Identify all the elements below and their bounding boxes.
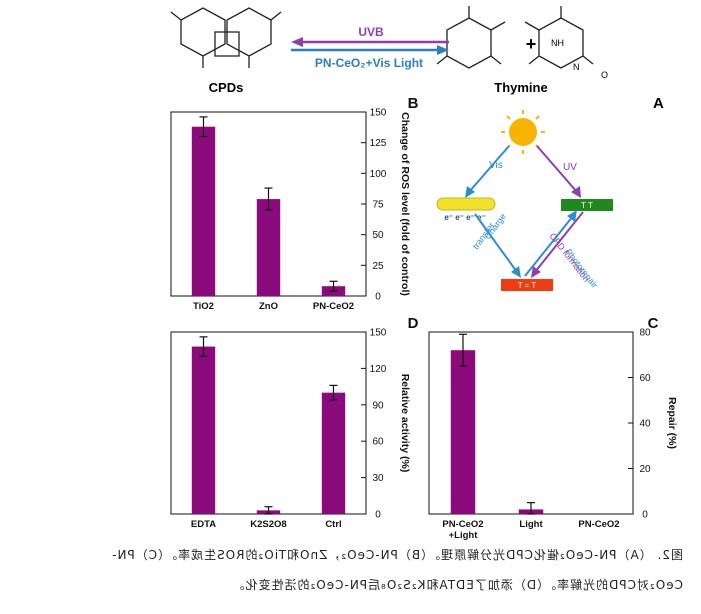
tt-red-label: T = T bbox=[518, 281, 537, 290]
y-tick-label: 20 bbox=[639, 464, 651, 475]
y-tick-label: 125 bbox=[370, 138, 387, 149]
caption-line-2: CeO₂对CPD的光解率。（D）添加了EDTA和K₂S₂O₈后PN-CeO₂的活… bbox=[231, 578, 683, 592]
y-tick-label: 40 bbox=[639, 419, 651, 430]
figure-artwork: O NH N + Thymine bbox=[170, 6, 678, 541]
panel-letter-b: B bbox=[408, 95, 419, 112]
thymine-molecule-2 bbox=[436, 6, 506, 69]
y-tick-label: 0 bbox=[375, 510, 381, 521]
panel-letter-d: D bbox=[408, 315, 419, 332]
y-axis-label: Change of ROS level (fold of control) bbox=[399, 112, 411, 296]
y-tick-label: 50 bbox=[372, 230, 384, 241]
y-tick-label: 30 bbox=[372, 473, 384, 484]
y-tick-label: 0 bbox=[375, 292, 381, 303]
panel-letter-c: C bbox=[648, 315, 659, 332]
uv-label: UV bbox=[563, 162, 577, 173]
tt-green-bar bbox=[561, 199, 613, 211]
x-tick-label: PN-CeO2 bbox=[578, 519, 619, 530]
panel-a: A UV bbox=[436, 95, 664, 291]
y-tick-label: 60 bbox=[372, 437, 384, 448]
bar bbox=[321, 392, 346, 514]
vis-arrow bbox=[291, 45, 449, 55]
y-tick-label: 90 bbox=[372, 400, 384, 411]
y-tick-label: 80 bbox=[639, 328, 651, 339]
y-tick-label: 100 bbox=[370, 169, 387, 180]
chart-b: 0 25 50 75 100 125 150 Change of ROS level (fol… bbox=[170, 95, 419, 312]
pn-ceo2-particle bbox=[436, 197, 496, 211]
cpds-label: CPDs bbox=[209, 80, 244, 95]
thymine-molecule-1 bbox=[524, 6, 594, 69]
reaction-scheme: O NH N + Thymine bbox=[170, 6, 608, 95]
charge-transfer-arrow bbox=[474, 213, 521, 278]
y-tick-label: 150 bbox=[370, 328, 387, 339]
uv-arrow bbox=[536, 145, 581, 198]
uvb-arrow bbox=[291, 37, 449, 47]
caption-line-1: 图2. （A）PN-CeO₂催化CPD光分解原理。（B）PN-CeO₂，ZnO和… bbox=[111, 548, 683, 562]
bar bbox=[191, 346, 216, 514]
x-tick-label: +Light bbox=[449, 530, 479, 540]
x-tick-label: EDTA bbox=[191, 519, 216, 530]
x-tick-label: TiO2 bbox=[193, 301, 214, 312]
y-tick-label: 75 bbox=[372, 200, 384, 211]
x-tick-label: PN-CeO2 bbox=[442, 519, 483, 530]
y-tick-label: 120 bbox=[370, 364, 387, 375]
y-tick-label: 60 bbox=[639, 373, 651, 384]
electrons-label: e⁻ e⁻ e⁻ e⁻ bbox=[444, 213, 485, 222]
x-tick-label: Ctrl bbox=[325, 519, 341, 530]
y-axis-label: Repair (%) bbox=[666, 397, 678, 449]
photorepair-label: Photorepair bbox=[563, 247, 600, 290]
panel-a-letter: A bbox=[653, 95, 664, 112]
figure-svg: O NH N + Thymine bbox=[170, 6, 678, 541]
figure-caption: 图2. （A）PN-CeO₂催化CPD光分解原理。（B）PN-CeO₂，ZnO和… bbox=[0, 540, 701, 614]
x-tick-label: Light bbox=[519, 519, 543, 530]
tt-red-bar bbox=[501, 279, 553, 291]
thymine-n-1: N bbox=[573, 62, 580, 72]
thymine-o-1: O bbox=[601, 70, 608, 80]
x-tick-label: K2S2O8 bbox=[250, 519, 286, 530]
pn-ceo2-vis-label: PN-CeO₂+Vis Light bbox=[315, 56, 423, 70]
vis-label: Vis bbox=[489, 160, 503, 171]
bar bbox=[450, 350, 476, 514]
x-tick-label: ZnO bbox=[259, 301, 278, 312]
thymine-label: Thymine bbox=[494, 80, 547, 95]
plus-sign: + bbox=[526, 34, 537, 54]
thymine-nh-1: NH bbox=[551, 38, 564, 48]
y-tick-label: 150 bbox=[370, 108, 387, 119]
y-tick-label: 0 bbox=[642, 510, 648, 521]
photorepair-arrow bbox=[524, 210, 577, 277]
bar bbox=[256, 199, 281, 296]
cpd-molecule bbox=[170, 7, 282, 68]
y-axis-label: Relative activity (%) bbox=[399, 374, 411, 473]
vis-arrow-a bbox=[465, 145, 510, 198]
uvb-label: UVB bbox=[358, 25, 384, 39]
tt-green-label: T T bbox=[581, 201, 593, 210]
bar bbox=[191, 126, 216, 296]
x-tick-label: PN-CeO2 bbox=[313, 301, 354, 312]
y-tick-label: 25 bbox=[372, 261, 384, 272]
